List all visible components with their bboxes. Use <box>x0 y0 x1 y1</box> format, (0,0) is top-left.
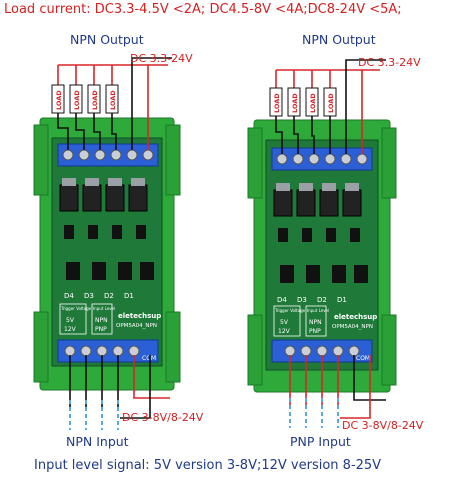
left-load-label-2: LOAD <box>73 90 81 110</box>
left-din-clip-top-right <box>165 124 181 196</box>
left-din-clip-bottom-right <box>165 311 181 383</box>
right-brand-label: eletechsup <box>334 313 377 321</box>
right-12v-label: 12V <box>278 328 291 335</box>
right-smd-components <box>278 228 368 283</box>
right-input-supply-label: DC 3-8V/8-24V <box>342 419 424 432</box>
right-din-clip-top-left <box>247 127 263 199</box>
left-mosfets <box>59 178 148 212</box>
left-input-level-jumper <box>91 303 113 335</box>
left-din-clip-bottom-left <box>33 311 49 383</box>
left-5v-label: 5V <box>66 317 75 324</box>
left-smd-components <box>64 225 154 280</box>
load-current-spec: Load current: DC3.3-4.5V <2A; DC4.5-8V <… <box>4 2 402 17</box>
left-pcb <box>51 137 163 367</box>
right-pcb <box>265 139 379 371</box>
right-input-wiring <box>289 355 386 419</box>
right-trigger-voltage-label: Trigger Voltage <box>274 308 306 313</box>
right-output-terminal-block <box>271 147 373 171</box>
right-module: D4 D3 D2 D1 Trigger Voltage Input Level … <box>247 59 397 428</box>
right-output-wiring <box>275 59 386 154</box>
right-channel-label-d3: D3 <box>297 296 307 304</box>
left-load-label-4: LOAD <box>109 90 117 110</box>
left-channel-label-d1: D1 <box>124 292 134 300</box>
input-level-signal-note: Input level signal: 5V version 3-8V;12V … <box>34 458 382 473</box>
right-com-terminal-label: COM <box>356 355 370 362</box>
right-load-label-3: LOAD <box>309 93 317 113</box>
left-input-supply-label: DC 3-8V/8-24V <box>122 411 204 424</box>
right-input-title: PNP Input <box>290 434 351 449</box>
right-output-title: NPN Output <box>302 32 376 47</box>
left-load-resistors <box>51 84 119 114</box>
left-12v-label: 12V <box>64 326 77 333</box>
left-load-label-3: LOAD <box>91 90 99 110</box>
left-npn-label: NPN <box>95 317 108 324</box>
right-din-clip-bottom-right <box>381 314 397 386</box>
right-din-clip-bottom-left <box>247 314 263 386</box>
right-pnp-label: PNP <box>309 328 321 335</box>
left-load-label-1: LOAD <box>55 90 63 110</box>
right-load-label-1: LOAD <box>273 93 281 113</box>
right-npn-label: NPN <box>309 319 322 326</box>
left-input-signals <box>69 400 119 430</box>
left-model-label: OPM5A04_NPN <box>116 323 157 329</box>
left-channel-label-d3: D3 <box>84 292 94 300</box>
right-mosfets <box>273 183 362 217</box>
left-output-supply-label: DC 3.3-24V <box>130 52 193 65</box>
left-input-level-label: Input Level <box>93 306 115 311</box>
right-din-clip-top-right <box>381 127 397 199</box>
right-load-label-2: LOAD <box>291 93 299 113</box>
right-input-level-label: Input Level <box>307 308 329 313</box>
right-trigger-voltage-jumper <box>273 305 301 337</box>
left-trigger-voltage-jumper <box>59 303 87 335</box>
left-input-title: NPN Input <box>66 434 129 449</box>
right-output-supply-label: DC 3.3-24V <box>358 56 421 69</box>
right-load-label-4: LOAD <box>327 93 335 113</box>
right-input-signals <box>289 398 339 428</box>
right-input-screws <box>284 345 360 357</box>
right-channel-label-d4: D4 <box>277 296 287 304</box>
left-din-clip-top-left <box>33 124 49 196</box>
left-brand-label: eletechsup <box>118 312 161 320</box>
left-module: D4 D3 D2 D1 Trigger Voltage Input Level … <box>33 57 181 430</box>
right-channel-label-d1: D1 <box>337 296 347 304</box>
right-input-level-jumper <box>305 305 327 337</box>
left-output-terminal-block <box>57 143 159 167</box>
left-output-title: NPN Output <box>70 32 144 47</box>
right-model-label: OPM5A04_NPN <box>332 324 373 330</box>
left-output-screws <box>62 149 154 161</box>
left-output-wiring <box>57 57 172 150</box>
left-channel-label-d2: D2 <box>104 292 114 300</box>
right-channel-label-d2: D2 <box>317 296 327 304</box>
left-trigger-voltage-label: Trigger Voltage <box>60 306 92 311</box>
left-pnp-label: PNP <box>95 326 107 333</box>
right-load-resistors <box>269 87 337 117</box>
left-channel-label-d4: D4 <box>64 292 74 300</box>
left-com-terminal-label: COM <box>142 355 156 362</box>
left-input-terminal-block <box>57 339 159 363</box>
right-5v-label: 5V <box>280 319 289 326</box>
